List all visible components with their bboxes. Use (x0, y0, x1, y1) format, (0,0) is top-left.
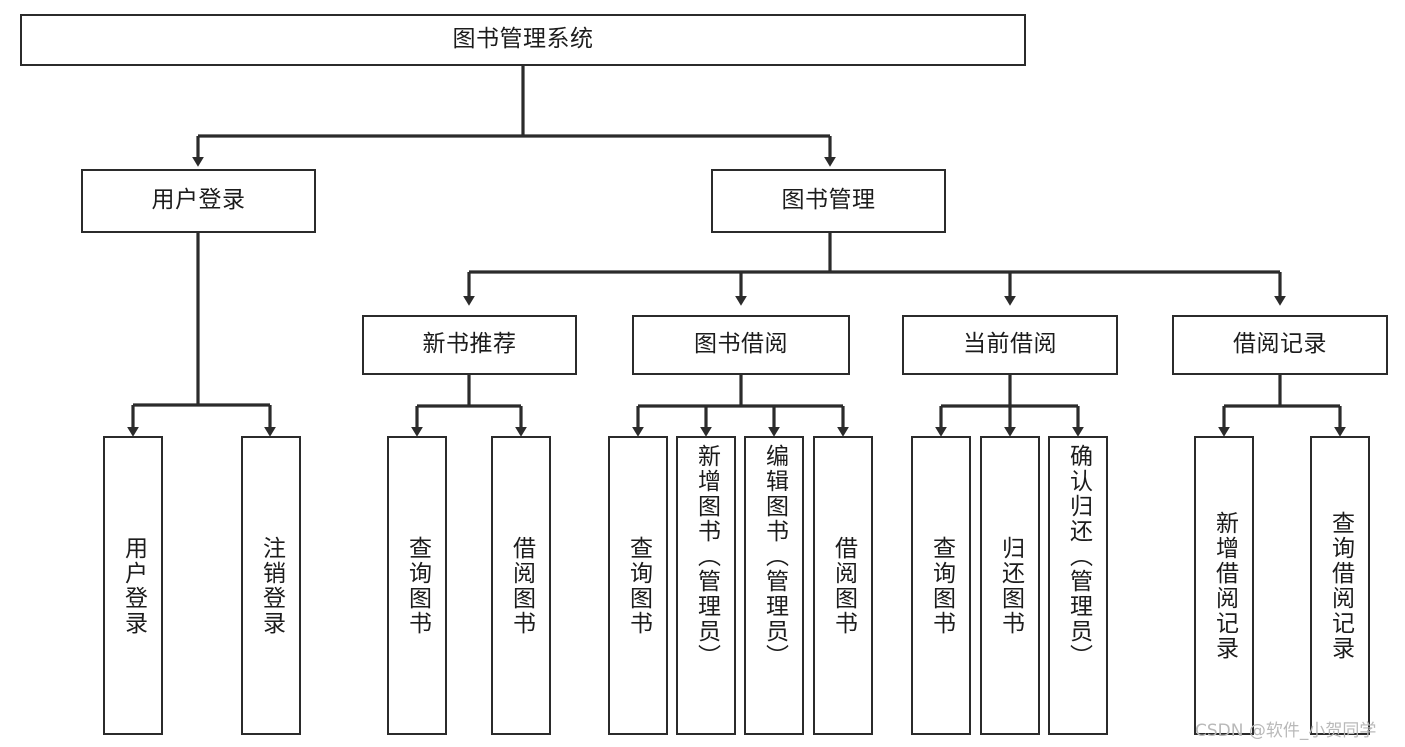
node-leaf-user-logout[interactable]: 注销登录 (241, 436, 301, 735)
node-leaf-query-borrow-record[interactable]: 查询借阅记录 (1310, 436, 1370, 735)
node-user-login[interactable]: 用户登录 (81, 169, 316, 233)
node-leaf-user-login-label: 用户登录 (120, 535, 147, 636)
node-leaf-query-book-2[interactable]: 查询图书 (608, 436, 668, 735)
node-leaf-add-borrow-record-label: 新增借阅记录 (1211, 510, 1238, 661)
node-root[interactable]: 图书管理系统 (20, 14, 1026, 66)
node-book-manage[interactable]: 图书管理 (711, 169, 946, 233)
node-leaf-add-book-admin-label: 新增图书（管理员） (693, 444, 720, 669)
node-leaf-add-borrow-record[interactable]: 新增借阅记录 (1194, 436, 1254, 735)
node-book-borrow[interactable]: 图书借阅 (632, 315, 850, 375)
node-leaf-query-book-3-label: 查询图书 (928, 535, 955, 636)
node-leaf-borrow-book-2-label: 借阅图书 (830, 535, 857, 636)
node-current-borrow[interactable]: 当前借阅 (902, 315, 1118, 375)
node-leaf-query-book-3[interactable]: 查询图书 (911, 436, 971, 735)
node-book-manage-label: 图书管理 (781, 187, 876, 214)
node-leaf-confirm-return-admin-label: 确认归还（管理员） (1065, 444, 1092, 669)
node-leaf-user-login[interactable]: 用户登录 (103, 436, 163, 735)
node-leaf-borrow-book-1[interactable]: 借阅图书 (491, 436, 551, 735)
node-book-borrow-label: 图书借阅 (694, 331, 788, 358)
node-new-book-recommend-label: 新书推荐 (422, 331, 517, 358)
node-leaf-user-logout-label: 注销登录 (258, 535, 285, 636)
node-borrow-record-label: 借阅记录 (1233, 331, 1327, 358)
node-leaf-add-book-admin[interactable]: 新增图书（管理员） (676, 436, 736, 735)
node-leaf-return-book[interactable]: 归还图书 (980, 436, 1040, 735)
node-leaf-return-book-label: 归还图书 (997, 535, 1024, 636)
node-leaf-query-book-1-label: 查询图书 (404, 535, 431, 636)
node-borrow-record[interactable]: 借阅记录 (1172, 315, 1388, 375)
node-new-book-recommend[interactable]: 新书推荐 (362, 315, 577, 375)
node-leaf-edit-book-admin[interactable]: 编辑图书（管理员） (744, 436, 804, 735)
node-leaf-edit-book-admin-label: 编辑图书（管理员） (761, 444, 788, 669)
watermark-text: CSDN @软件_小贺同学 (1195, 721, 1377, 741)
node-leaf-borrow-book-2[interactable]: 借阅图书 (813, 436, 873, 735)
node-leaf-query-borrow-record-label: 查询借阅记录 (1327, 510, 1354, 661)
node-leaf-query-book-1[interactable]: 查询图书 (387, 436, 447, 735)
node-user-login-label: 用户登录 (151, 187, 246, 214)
node-leaf-confirm-return-admin[interactable]: 确认归还（管理员） (1048, 436, 1108, 735)
node-leaf-borrow-book-1-label: 借阅图书 (508, 535, 535, 636)
node-leaf-query-book-2-label: 查询图书 (625, 535, 652, 636)
node-root-label: 图书管理系统 (452, 26, 594, 53)
node-current-borrow-label: 当前借阅 (963, 331, 1057, 358)
